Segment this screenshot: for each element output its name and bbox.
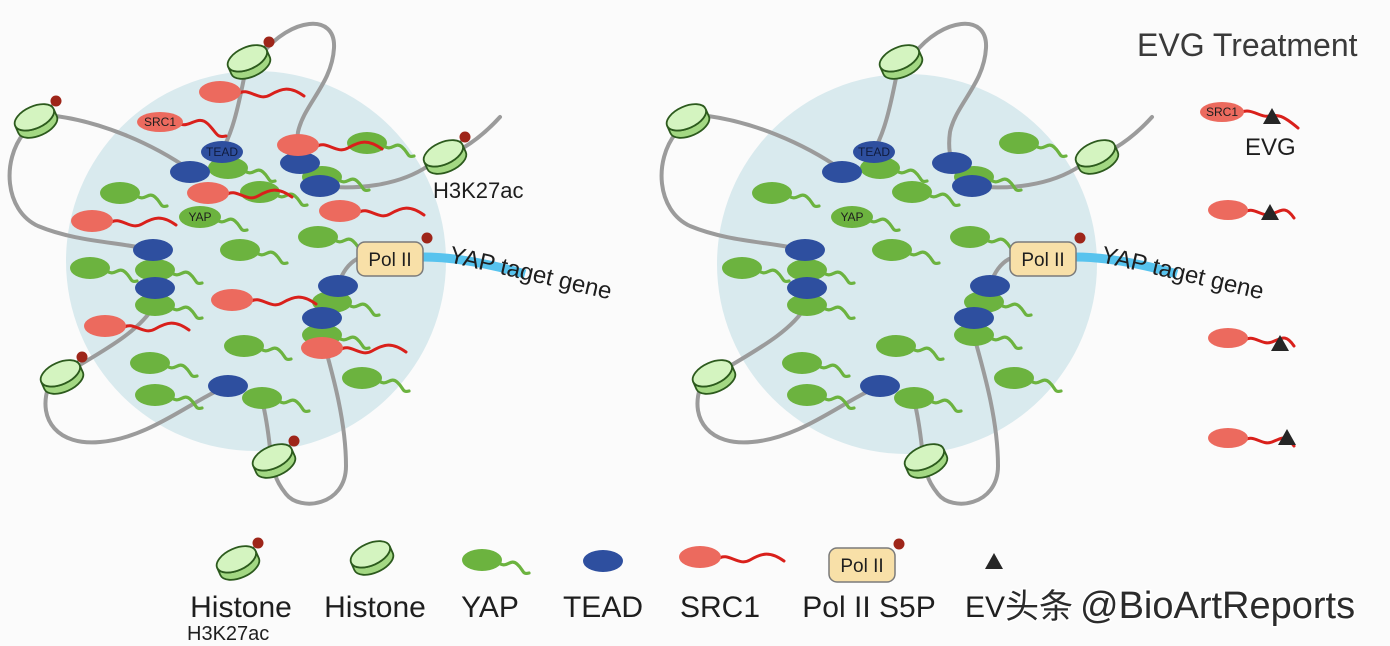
legend-histone-icon — [345, 534, 399, 582]
legend: Histone H3K27ac Histone YAP TEAD SRC1 Po… — [187, 534, 1005, 645]
left-panel: SRC1 TEAD YAP Pol II YAP taget gene H3K2… — [7, 21, 615, 506]
treatment-column: EVG Treatment SRC1 EVG — [1137, 27, 1358, 450]
watermark-handle: @BioArtReports — [1080, 585, 1355, 627]
legend-histone-label: Histone — [324, 591, 426, 624]
legend-histone-mod-sublabel: H3K27ac — [187, 623, 269, 645]
histone-h3k27ac — [420, 132, 471, 180]
yap-body — [179, 206, 221, 228]
legend-evg-icon — [985, 553, 1003, 569]
watermark: 头条 @BioArtReports — [1004, 584, 1357, 629]
src1-labeled-evg: SRC1 — [1200, 102, 1300, 130]
tead-body — [201, 141, 243, 163]
tead-protein — [932, 152, 972, 174]
yap-body — [831, 206, 873, 228]
pol2-icon-label: Pol II — [840, 556, 883, 577]
yap-target-gene-label: YAP taget gene — [1099, 242, 1267, 306]
s5p-mark — [1074, 232, 1086, 244]
h3k27ac-label: H3K27ac — [433, 178, 524, 203]
s5p-mark — [893, 538, 905, 550]
tead-labeled-left: TEAD — [201, 141, 243, 163]
pol2-left: Pol II — [356, 232, 433, 277]
tead-protein — [954, 307, 994, 329]
legend-tead-icon — [583, 550, 623, 572]
histone — [687, 353, 741, 401]
pol2-label: Pol II — [1021, 250, 1064, 271]
src1-label: SRC1 — [144, 115, 176, 129]
tead-protein — [787, 277, 827, 299]
yap-tail — [867, 217, 901, 233]
tead-protein — [302, 307, 342, 329]
legend-histone-mod-label: Histone — [190, 591, 292, 624]
evg-drug-icon — [1278, 429, 1296, 445]
legend-yap-icon — [460, 547, 531, 576]
tead-protein — [970, 275, 1010, 297]
src1-labeled-left: SRC1 — [137, 112, 228, 138]
tead-body — [853, 141, 895, 163]
tead-protein — [300, 175, 340, 197]
pol2-label: Pol II — [368, 250, 411, 271]
tead-protein — [860, 375, 900, 397]
tead-protein — [785, 239, 825, 261]
legend-evg-label: EV — [965, 591, 1005, 624]
src1-body — [137, 112, 183, 132]
tead-protein — [822, 161, 862, 183]
yap-target-gene-line-right — [1074, 252, 1179, 279]
src1-tail — [178, 118, 228, 138]
histone-h3k27ac — [37, 352, 88, 400]
s5p-mark — [421, 232, 433, 244]
legend-histone-h3k27ac-icon — [213, 538, 264, 586]
histone — [661, 97, 715, 145]
src1-body — [1200, 102, 1244, 122]
legend-yap-label: YAP — [461, 591, 519, 624]
evg-label: EVG — [1245, 134, 1296, 161]
pol2-box — [1009, 241, 1077, 277]
yap-label: YAP — [188, 210, 211, 224]
treatment-title: EVG Treatment — [1137, 27, 1358, 63]
yap-tail — [215, 217, 249, 233]
right-panel: TEAD YAP Pol II YAP taget gene — [659, 21, 1267, 506]
tead-protein — [170, 161, 210, 183]
yap-labeled-right: YAP — [831, 206, 901, 233]
tead-label: TEAD — [858, 145, 890, 159]
pol2-box — [356, 241, 424, 277]
watermark-prefix: 头条 — [1005, 588, 1073, 626]
src1-evg-bound — [1206, 198, 1296, 222]
yap-target-gene-label: YAP taget gene — [447, 242, 615, 306]
tead-protein — [208, 375, 248, 397]
yap-labeled-left: YAP — [179, 206, 249, 233]
histone-h3k27ac — [11, 96, 62, 144]
tead-protein — [133, 239, 173, 261]
histone — [1070, 133, 1124, 181]
tead-protein — [135, 277, 175, 299]
legend-pol2-label: Pol II S5P — [802, 591, 935, 624]
tead-label: TEAD — [206, 145, 238, 159]
legend-src1-label: SRC1 — [680, 591, 760, 624]
legend-pol2-icon: Pol II — [828, 538, 905, 583]
tead-protein — [318, 275, 358, 297]
tead-labeled-right: TEAD — [853, 141, 895, 163]
evg-bound-src1-list — [1206, 198, 1296, 450]
pol2-box — [828, 547, 896, 583]
yap-label: YAP — [840, 210, 863, 224]
pol2-right: Pol II — [1009, 232, 1086, 277]
yap-target-gene-line-left — [422, 252, 527, 279]
legend-src1-icon — [677, 544, 786, 570]
legend-tead-label: TEAD — [563, 591, 643, 624]
src1-label: SRC1 — [1206, 105, 1238, 119]
tead-protein — [952, 175, 992, 197]
